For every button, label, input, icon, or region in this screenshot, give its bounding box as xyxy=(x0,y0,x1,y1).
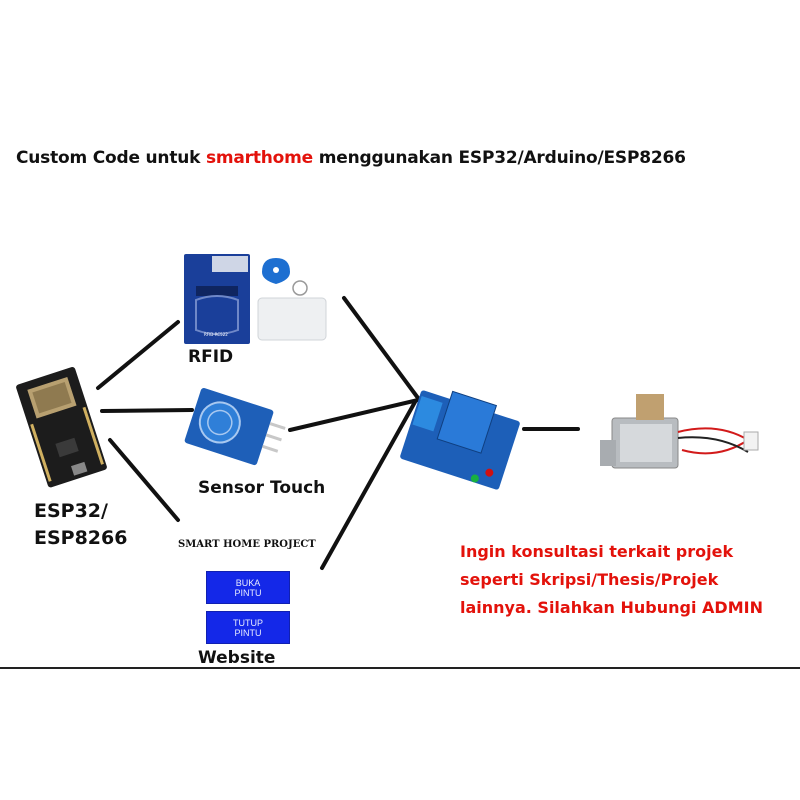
esp32-board-icon xyxy=(16,367,107,488)
line-esp-website xyxy=(108,438,180,522)
website-mockup: SMART HOME PROJECT BUKA PINTU TUTUP PINT… xyxy=(178,527,316,644)
rfid-board-icon: RFID-RC522 xyxy=(184,254,250,344)
line-esp-touch xyxy=(100,408,194,413)
line-rfid-relay xyxy=(342,296,420,400)
tutup-pintu-button[interactable]: TUTUP PINTU xyxy=(206,611,290,644)
rfid-card-icon xyxy=(257,297,327,341)
solenoid-lock-icon xyxy=(600,394,759,469)
connection-lines xyxy=(96,296,580,570)
page-title: Custom Code untuk smarthome menggunakan … xyxy=(16,148,686,168)
bottom-divider xyxy=(0,667,800,669)
line-touch-relay xyxy=(288,398,420,432)
title-highlight: smarthome xyxy=(205,148,314,168)
rfid-board-text: RFID-RC522 xyxy=(204,332,228,337)
consultation-text: Ingin konsultasi terkait projek seperti … xyxy=(460,542,763,617)
key-fob-icon xyxy=(262,258,308,296)
relay-module-icon xyxy=(400,390,520,490)
line-esp-rfid xyxy=(96,320,180,390)
touch-sensor-icon xyxy=(184,387,286,466)
buka-pintu-button[interactable]: BUKA PINTU xyxy=(206,571,290,604)
esp-label: ESP32/ ESP8266 xyxy=(34,500,128,549)
rfid-label: RFID xyxy=(188,347,234,367)
line-website-relay xyxy=(320,400,417,570)
sensor-touch-label: Sensor Touch xyxy=(198,478,326,498)
website-label: Website xyxy=(198,648,276,668)
website-header: SMART HOME PROJECT xyxy=(178,539,316,550)
